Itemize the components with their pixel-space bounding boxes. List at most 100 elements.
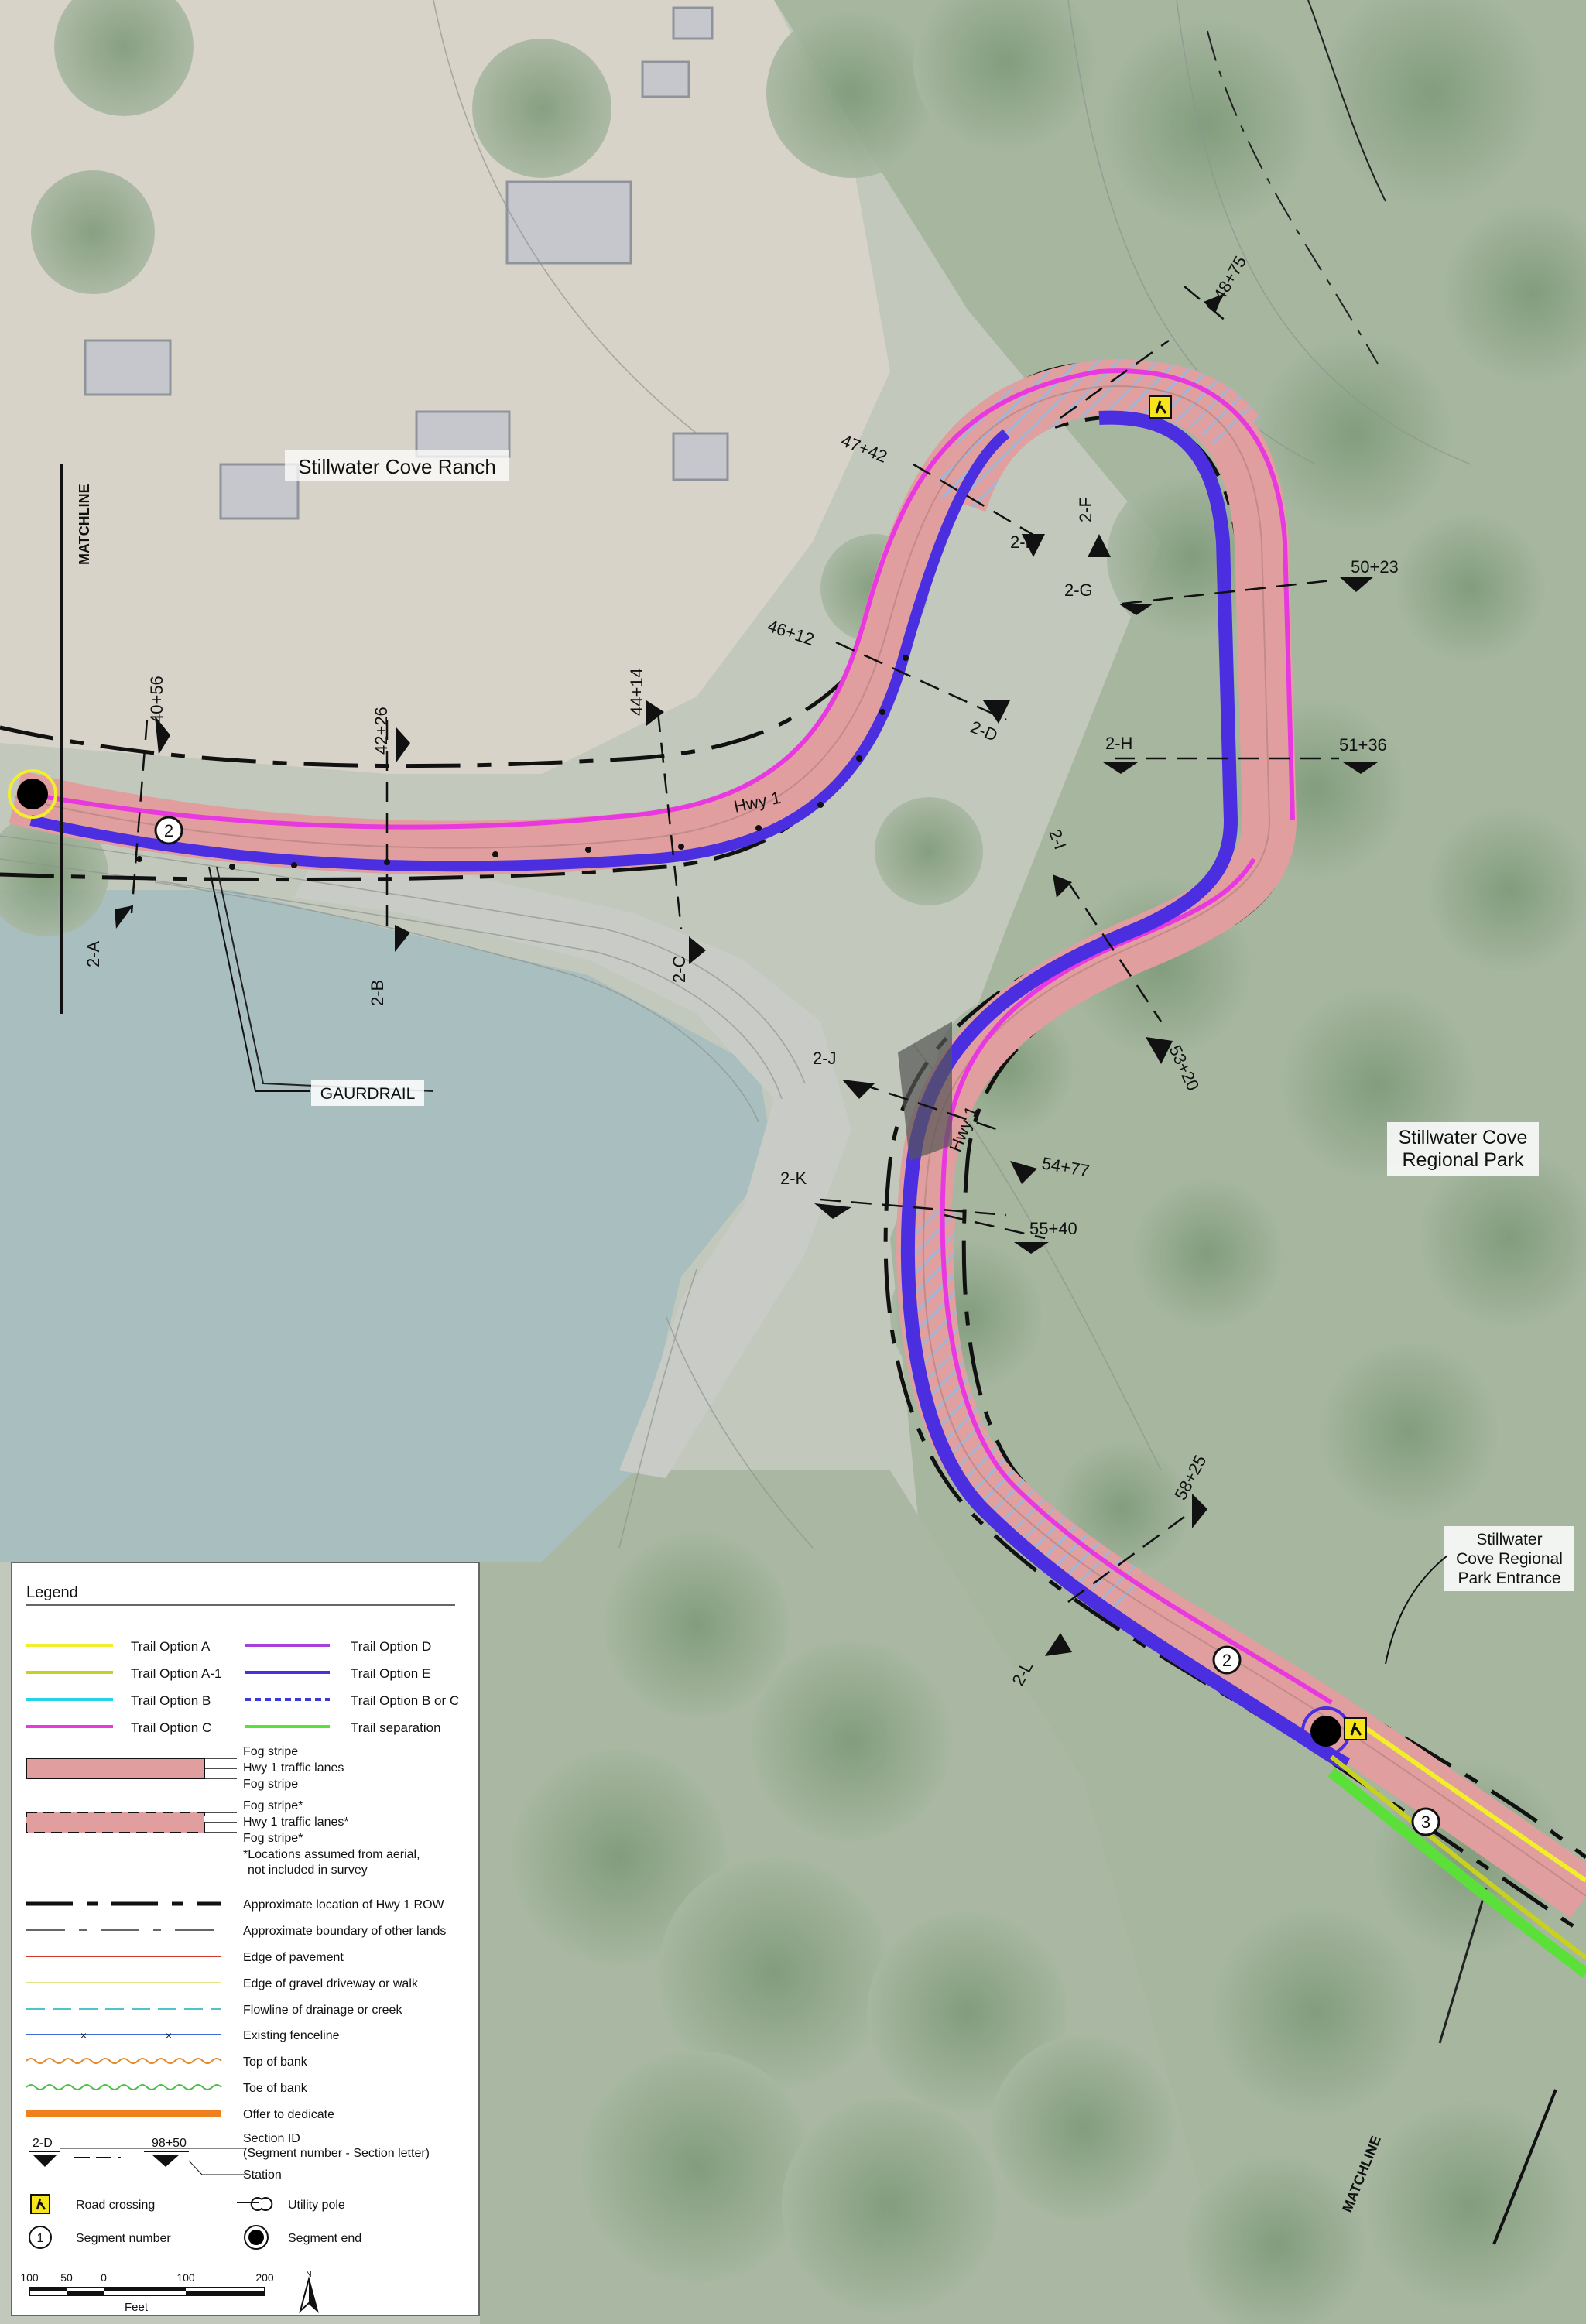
rocky-shore (294, 867, 851, 1478)
section-2-k: 2-K (780, 1169, 807, 1188)
trail-option-e (29, 429, 1010, 872)
segment-number-marker-1: 2 (154, 816, 183, 845)
legend-trail-c: Trail Option C (131, 1720, 211, 1735)
legend-fog-stripe-assumed-2: Fog stripe* (243, 1832, 303, 1845)
buildings (84, 6, 729, 520)
segment-number-3: 3 (1421, 1812, 1430, 1832)
legend-trail-separation: Trail separation (351, 1720, 441, 1735)
legend-toe-bank: Toe of bank (243, 2082, 308, 2095)
legend-section-example: 2-D (33, 2137, 53, 2150)
legend-hwy1-lanes-assumed: Hwy 1 traffic lanes* (243, 1816, 349, 1829)
entrance-label-box: Stillwater Cove Regional Park Entrance (1444, 1526, 1574, 1591)
station-42-26: 42+26 (372, 707, 391, 755)
section-2-b: 2-B (368, 980, 387, 1006)
svg-text:×: × (80, 2029, 87, 2042)
contour-lines (0, 0, 1471, 1549)
legend-fenceline: Existing fenceline (243, 2029, 340, 2042)
legend-flowline: Flowline of drainage or creek (243, 2004, 402, 2017)
legend-assumed-note-1: *Locations assumed from aerial, (243, 1848, 420, 1861)
scale-tick-2: 50 (60, 2271, 73, 2284)
scale-tick-4: 100 (176, 2271, 195, 2284)
scale-tick-1: 100 (20, 2271, 39, 2284)
section-2-f: 2-F (1076, 497, 1095, 522)
section-2-j: 2-J (813, 1049, 837, 1068)
trail-option-a1 (1330, 1754, 1586, 1960)
legend-top-bank: Top of bank (243, 2055, 308, 2069)
legend-dedicate: Offer to dedicate (243, 2108, 334, 2121)
section-2-a: 2-A (84, 940, 103, 967)
entrance-label-3: Park Entrance (1458, 1569, 1560, 1587)
svg-text:×: × (166, 2029, 172, 2042)
legend-hwy1-lanes: Hwy 1 traffic lanes (243, 1761, 344, 1775)
station-50-23: 50+23 (1351, 557, 1399, 577)
guardrail-label: GAURDRAIL (320, 1085, 416, 1103)
hwy1-centerline (15, 385, 1586, 1897)
legend-section-id-1: Section ID (243, 2132, 300, 2145)
legend-title: Legend (26, 1584, 78, 1601)
legend-svg: Legend Trail Option A Trail Option A-1 T… (20, 1584, 459, 2314)
north-arrow-icon: N (299, 2271, 319, 2314)
entrance-leader (1385, 1555, 1448, 1665)
legend-segment-example: 1 (37, 2232, 44, 2245)
legend-segment-end: Segment end (288, 2232, 361, 2245)
legend-fog-stripe-1: Fog stripe (243, 1745, 298, 1758)
segment-number-marker-2: 2 (1212, 1645, 1242, 1675)
entrance-label-1: Stillwater (1476, 1531, 1542, 1549)
trail-separation (1327, 1768, 1586, 1978)
legend-swatch-top-bank (26, 2058, 222, 2064)
legend-station-example: 98+50 (152, 2137, 187, 2150)
north-label: N (306, 2271, 311, 2279)
legend-panel: Legend Trail Option A Trail Option A-1 T… (11, 1562, 480, 2316)
legend-section-id-2: (Segment number - Section letter) (243, 2147, 430, 2160)
park-label-2: Regional Park (1402, 1149, 1524, 1171)
road-crossing-icon-2 (1344, 1717, 1367, 1740)
scale-bar: 100 50 0 100 200 Feet (20, 2271, 274, 2314)
section-markers (115, 294, 1378, 1656)
fill-area (898, 1022, 952, 1161)
legend-trail-a: Trail Option A (131, 1639, 211, 1654)
road-crossing-icon (1149, 395, 1172, 419)
park-label-1: Stillwater Cove (1399, 1127, 1528, 1148)
legend-station: Station (243, 2168, 282, 2182)
legend-segment-number: Segment number (76, 2232, 171, 2245)
cove-water (0, 890, 774, 1562)
section-2-h: 2-H (1105, 734, 1132, 753)
ranch-label: Stillwater Cove Ranch (298, 455, 496, 478)
legend-fog-stripe-2: Fog stripe (243, 1778, 298, 1791)
legend-trail-e: Trail Option E (351, 1666, 430, 1681)
legend-road-crossing: Road crossing (76, 2199, 155, 2212)
segment-number-2: 2 (1222, 1651, 1231, 1670)
legend-assumed-note-2: not included in survey (248, 1864, 368, 1877)
legend-fog-stripe-assumed-1: Fog stripe* (243, 1799, 303, 1812)
station-55-40: 55+40 (1029, 1219, 1077, 1238)
legend-boundary: Approximate boundary of other lands (243, 1925, 446, 1938)
utility-poles (136, 655, 909, 870)
hwy1-assumed-lanes-south (899, 1205, 1142, 1619)
trail-option-a (1361, 1723, 1586, 1883)
legend-utility-pole-icon (237, 2197, 273, 2211)
scale-unit: Feet (125, 2301, 149, 2314)
scale-tick-5: 200 (255, 2271, 274, 2284)
station-44-14: 44+14 (627, 668, 646, 716)
trail-option-c (46, 368, 1295, 830)
segment-end-west (8, 769, 57, 819)
matchline-right (1492, 2089, 1557, 2245)
legend-swatch-lanes (26, 1758, 205, 1779)
dry-meadow (0, 0, 890, 774)
legend-swatch-toe-bank (26, 2084, 222, 2090)
ranch-label-box: Stillwater Cove Ranch (285, 450, 509, 481)
legend-trail-b: Trail Option B (131, 1693, 211, 1708)
matchline-label-left: MATCHLINE (77, 484, 92, 565)
segment-number-1: 2 (164, 821, 173, 840)
section-2-g: 2-G (1064, 580, 1093, 600)
trail-option-c-south (940, 857, 1333, 1705)
segment-number-marker-3: 3 (1411, 1807, 1440, 1836)
park-label-box: Stillwater Cove Regional Park (1387, 1122, 1539, 1176)
guardrail-label-box: GAURDRAIL (311, 1080, 424, 1106)
legend-swatch-lanes-assumed (26, 1812, 205, 1833)
station-51-36: 51+36 (1339, 735, 1387, 755)
legend-pavement: Edge of pavement (243, 1951, 344, 1964)
guardrail-leader (208, 866, 310, 1092)
legend-trail-d: Trail Option D (351, 1639, 431, 1654)
station-40-56: 40+56 (147, 676, 166, 724)
